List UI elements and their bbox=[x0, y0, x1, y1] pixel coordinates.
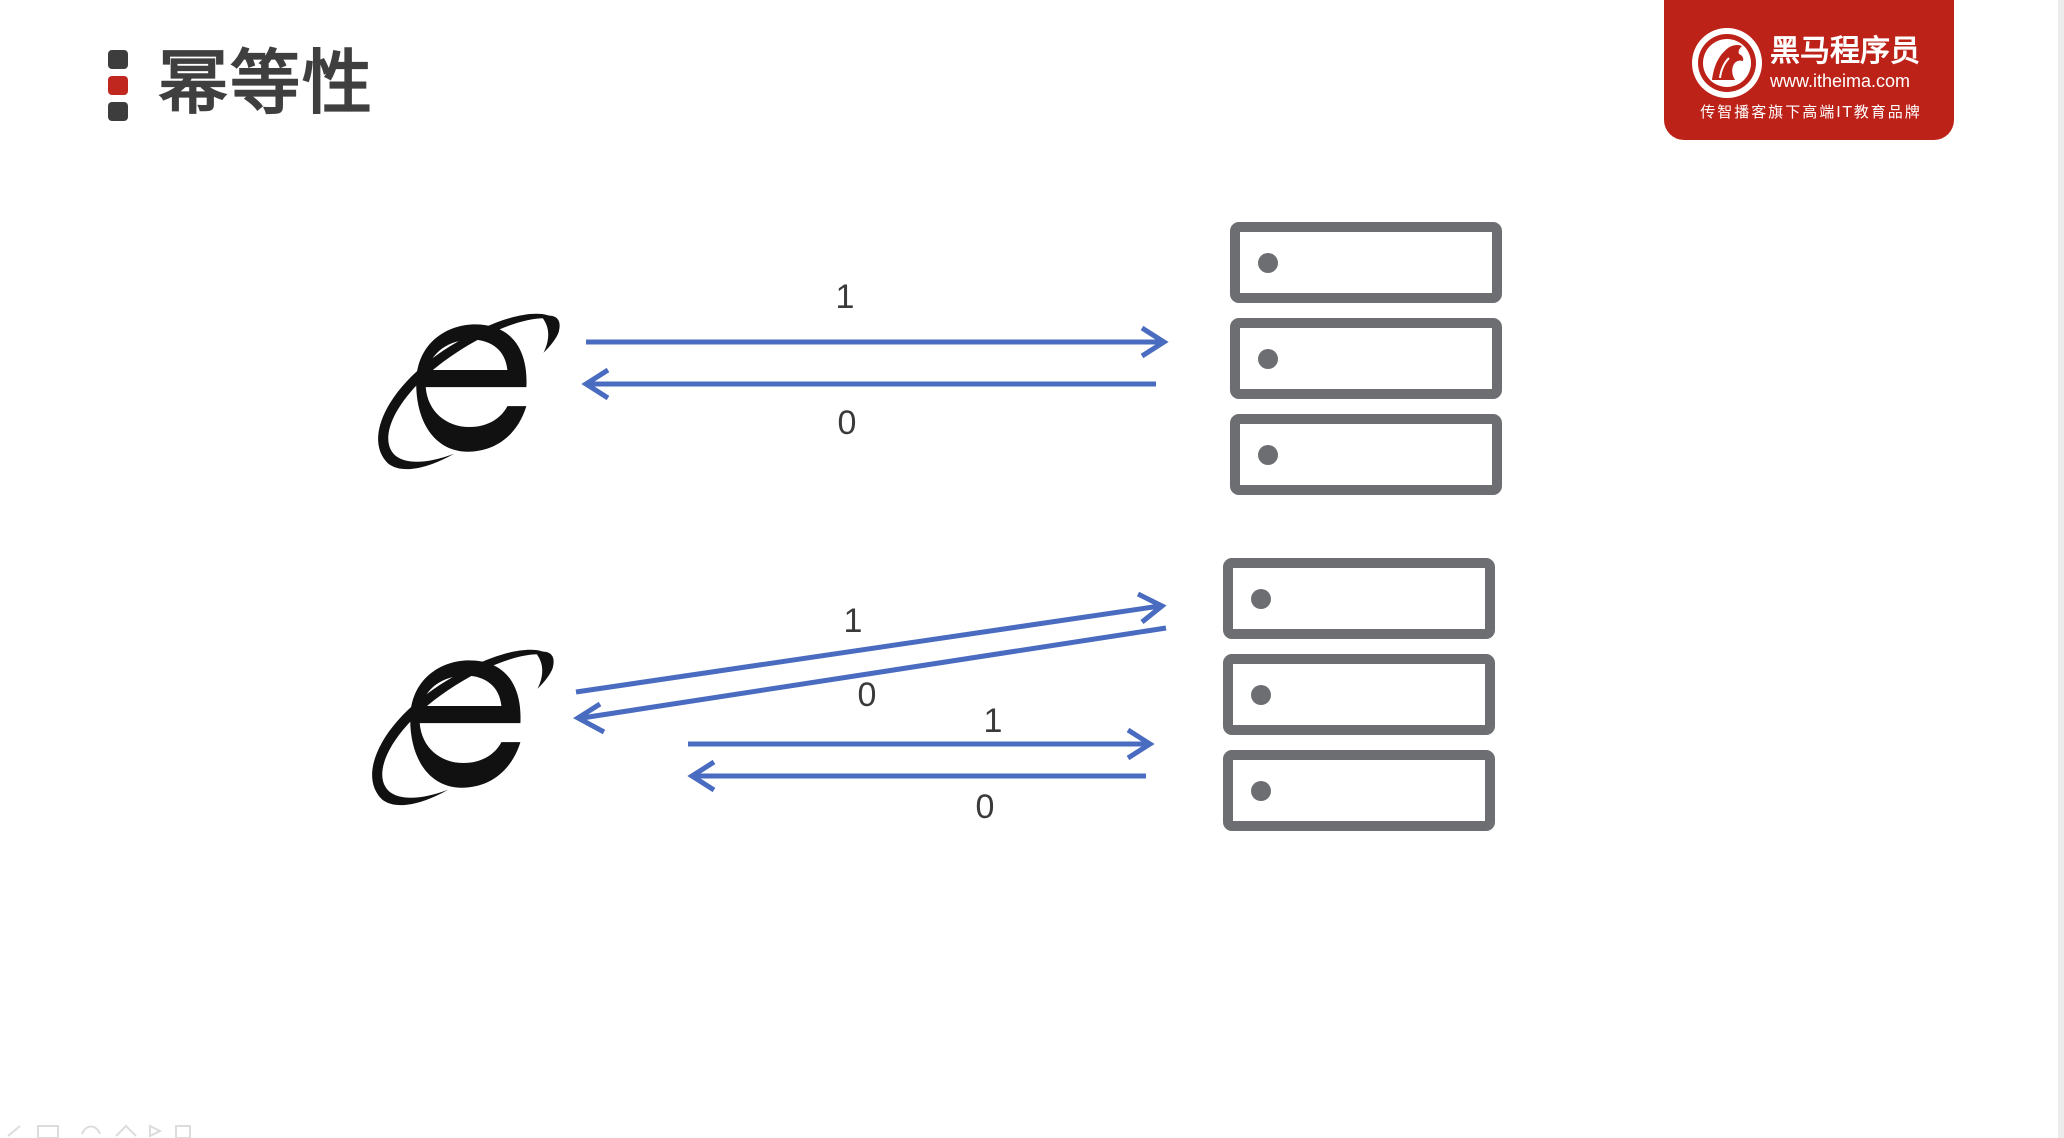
presentation-toolbar[interactable] bbox=[0, 1122, 230, 1138]
request-arrow-second bbox=[688, 727, 1155, 761]
server-rack-bottom bbox=[1228, 563, 1490, 826]
response-label-top: 0 bbox=[838, 404, 857, 442]
internet-explorer-icon bbox=[372, 649, 554, 806]
response-arrow-second bbox=[687, 759, 1146, 793]
brand-badge: 黑马程序员 www.itheima.com 传智播客旗下高端IT教育品牌 bbox=[1664, 0, 1954, 140]
response-label-first: 0 bbox=[858, 676, 877, 714]
slide-title: 幂等性 bbox=[158, 42, 374, 124]
server-unit bbox=[1235, 323, 1497, 394]
request-label-top: 1 bbox=[836, 278, 855, 316]
horse-logo-icon bbox=[1692, 28, 1762, 98]
response-label-second: 0 bbox=[976, 788, 995, 826]
request-label-first: 1 bbox=[844, 602, 863, 640]
request-arrow-first bbox=[575, 591, 1167, 695]
title-marker-square-top bbox=[108, 50, 128, 69]
client-browser-bottom bbox=[372, 649, 554, 806]
server-unit bbox=[1235, 227, 1497, 298]
server-unit bbox=[1228, 563, 1490, 634]
slide-edge bbox=[2058, 0, 2064, 1138]
title-marker-square-bottom bbox=[108, 102, 128, 121]
brand-url: www.itheima.com bbox=[1770, 71, 1911, 91]
server-rack-top bbox=[1235, 227, 1497, 490]
request-arrow-top bbox=[586, 325, 1169, 359]
response-arrow-first bbox=[573, 625, 1167, 735]
title-marker bbox=[108, 50, 128, 122]
brand-name: 黑马程序员 bbox=[1770, 34, 1920, 69]
request-label-second: 1 bbox=[984, 702, 1003, 740]
server-unit bbox=[1228, 755, 1490, 826]
response-arrow-top bbox=[581, 367, 1156, 401]
client-browser-top bbox=[378, 313, 560, 470]
server-unit bbox=[1228, 659, 1490, 730]
brand-slogan: 传智播客旗下高端IT教育品牌 bbox=[1700, 103, 1922, 121]
server-unit bbox=[1235, 419, 1497, 490]
title-marker-square-middle bbox=[108, 76, 128, 95]
internet-explorer-icon bbox=[378, 313, 560, 470]
